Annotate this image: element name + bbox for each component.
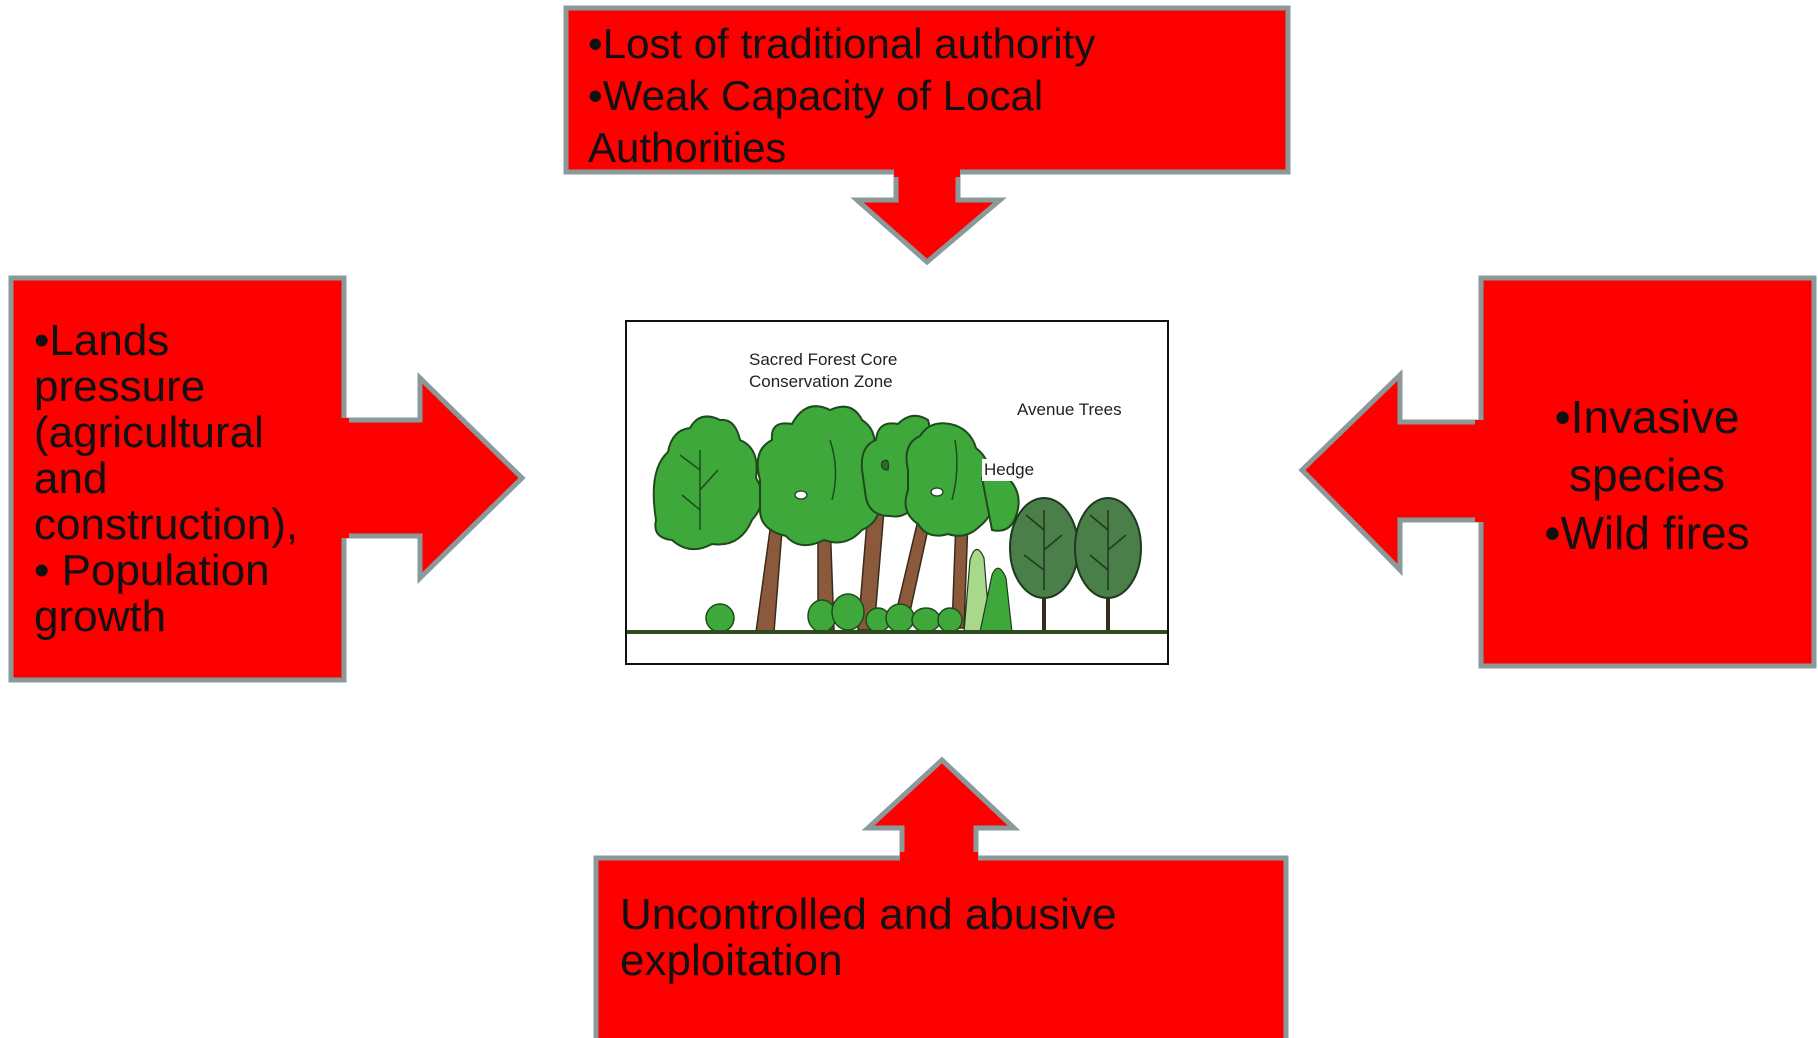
core-forest-canopy <box>652 405 1020 551</box>
top-factor-box <box>563 5 1291 266</box>
right-arrow <box>340 372 526 584</box>
hedge <box>963 548 1013 633</box>
down-arrow <box>850 169 1007 266</box>
bottom-box-rect <box>593 855 1289 1038</box>
birds <box>794 459 944 500</box>
canopy-details <box>679 439 958 530</box>
hedge-label: Hedge <box>982 459 1037 481</box>
forest-illustration <box>625 320 1169 665</box>
right-factor-box <box>1298 275 1817 669</box>
left-box-rect <box>8 275 347 683</box>
shrubs <box>705 593 963 633</box>
right-factor-text: •Invasive species •Wild fires <box>1544 391 1750 559</box>
left-factor-box <box>8 275 526 683</box>
left-factor-text: •Lands pressure (agricultural and constr… <box>34 316 299 641</box>
top-factor-text: •Lost of traditional authority •Weak Cap… <box>588 20 1096 171</box>
core-zone-label: Sacred Forest Core Conservation Zone <box>749 350 898 391</box>
bottom-factor-text: Uncontrolled and abusive exploitation <box>620 890 1117 985</box>
ground-line <box>627 630 1167 634</box>
left-arrow <box>1298 369 1485 577</box>
avenue-trees-label: Avenue Trees <box>1017 400 1122 419</box>
up-arrow <box>861 756 1021 861</box>
avenue-trees <box>1009 497 1142 632</box>
bottom-factor-box <box>593 756 1289 1038</box>
